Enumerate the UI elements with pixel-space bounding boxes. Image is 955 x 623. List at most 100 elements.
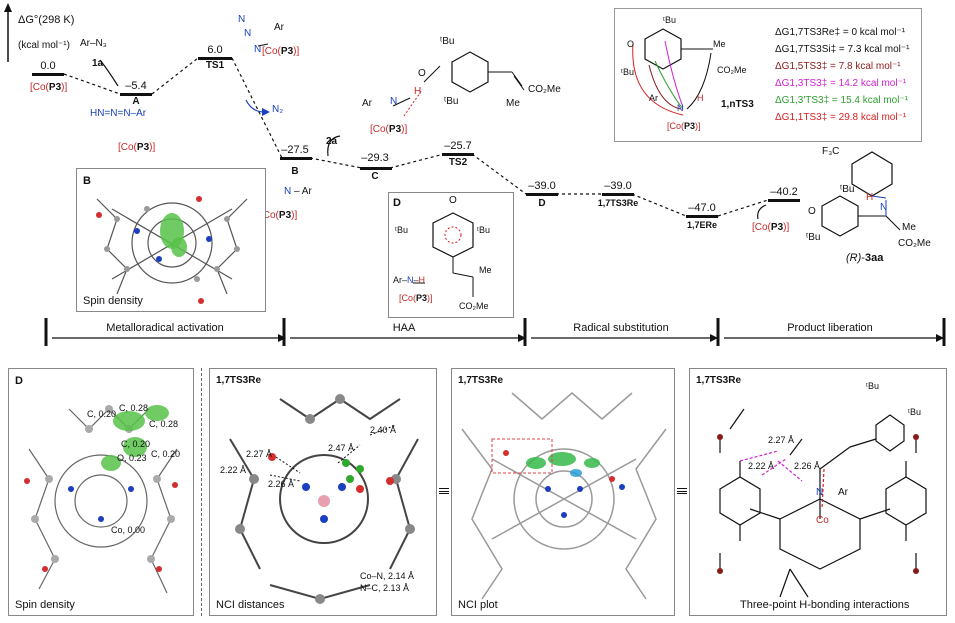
hb-nitrogen: N bbox=[816, 487, 824, 498]
panel-separator bbox=[201, 368, 202, 616]
step-1a: 1a bbox=[92, 58, 104, 69]
legend-me: Me bbox=[713, 39, 726, 49]
hb-dist-3: 2.26 Å bbox=[794, 461, 821, 471]
c-n: N bbox=[390, 96, 398, 107]
co-p3-start: [Co(P3)] bbox=[30, 82, 68, 93]
level-D bbox=[526, 193, 558, 196]
panel-d-structure: D O ᵗBu ᵗBu Me Ar–N–H [Co(P3)] CO₂Me bbox=[388, 192, 514, 318]
product-n: N bbox=[880, 202, 888, 213]
nci-plot-molecule bbox=[461, 392, 667, 600]
legend-line-5: ΔG1,3′TS3‡ = 15.4 kcal mol⁻¹ bbox=[775, 95, 909, 106]
legend-ts-label: 1,nTS3 bbox=[721, 99, 754, 110]
panel-d-co2me: CO₂Me bbox=[459, 301, 489, 311]
equiv-sign-2b bbox=[677, 491, 687, 492]
ts3-legend-box: ᵗBu O ᵗBu Me CO₂Me Ar N H [Co(P3)] 1,nTS… bbox=[614, 8, 922, 142]
nci-plot-caption: NCI plot bbox=[458, 599, 498, 611]
bottom-panel-d: D C, 0.20 C, 0.28 C, 0.28 C, 0.20 O, 0.2… bbox=[8, 368, 194, 616]
n2-label: N₂ bbox=[272, 104, 284, 115]
c-co2me: CO₂Me bbox=[528, 84, 561, 95]
bottom-d-label: D bbox=[15, 375, 23, 387]
bottom-d-caption: Spin density bbox=[15, 599, 75, 611]
legend-ar: Ar bbox=[649, 93, 658, 103]
spin-c1: C, 0.20 bbox=[87, 409, 117, 419]
y-axis-unit: (kcal mol⁻¹) bbox=[18, 40, 70, 51]
product-tbu-bottom: ᵗBu bbox=[806, 232, 821, 243]
nci-dist-1: 2.27 Å bbox=[246, 449, 273, 459]
spin-o: O, 0.23 bbox=[117, 453, 147, 463]
panel-d-o: O bbox=[449, 195, 457, 206]
name-TS3: 1,7TS3Re bbox=[597, 198, 639, 208]
equiv-sign-1 bbox=[439, 488, 449, 494]
nci-distances-caption: NCI distances bbox=[216, 599, 285, 611]
hb-dist-1: 2.27 Å bbox=[768, 435, 795, 445]
panel-d-tbu-right: ᵗBu bbox=[477, 225, 490, 235]
legend-co2me: CO₂Me bbox=[717, 65, 747, 75]
nci-dist-2: 2.22 Å bbox=[220, 465, 247, 475]
co-p3-C: [Co(P3)] bbox=[370, 124, 408, 135]
c-tbu-top: ᵗBu bbox=[440, 36, 455, 47]
hb-tbu-1: ᵗBu bbox=[866, 381, 879, 391]
value-TS1: 6.0 bbox=[207, 44, 223, 56]
product-h: H bbox=[866, 192, 874, 203]
panel-b-label: B bbox=[83, 175, 91, 187]
step-2a: 2a bbox=[326, 136, 338, 147]
co-p3-B: [Co(P3)] bbox=[260, 210, 298, 221]
product-me: Me bbox=[902, 222, 916, 233]
hb-ar: Ar bbox=[838, 487, 848, 498]
panel-d-molecule bbox=[413, 212, 474, 297]
product-name: (R)-3aa bbox=[846, 252, 884, 264]
hb-dist-2: 2.22 Å bbox=[748, 461, 775, 471]
panel-b-spin: B Spin density bbox=[76, 168, 266, 312]
bottom-d-molecule bbox=[24, 405, 178, 594]
equiv-sign-2 bbox=[677, 488, 687, 494]
level-A bbox=[120, 93, 152, 96]
nci-plot-title: 1,7TS3Re bbox=[458, 375, 504, 386]
h-bonding-caption: Three-point H-bonding interactions bbox=[740, 599, 910, 611]
legend-line-4: ΔG1,3TS3‡ = 14.2 kcal mol⁻¹ bbox=[775, 78, 907, 89]
name-TS2: TS2 bbox=[448, 157, 468, 168]
name-C: C bbox=[371, 171, 379, 182]
legend-line-3: ΔG1,5TS3‡ = 7.8 kcal mol⁻¹ bbox=[775, 61, 901, 72]
b-fragment: N – Ar bbox=[284, 186, 312, 197]
value-E: –47.0 bbox=[688, 202, 716, 214]
legend-tbu: ᵗBu bbox=[663, 15, 676, 25]
panel-d-label: D bbox=[393, 197, 401, 209]
stage-haa: HAA bbox=[392, 322, 416, 334]
h-bonding-panel: 1,7TS3Re 2.27 Å 2.22 Å 2.26 Å Co N Ar ᵗB… bbox=[689, 368, 947, 616]
nci-distances-title: 1,7TS3Re bbox=[216, 375, 262, 386]
legend-h: H bbox=[697, 93, 704, 103]
level-start bbox=[32, 73, 64, 76]
legend-n: N bbox=[677, 103, 684, 113]
level-product bbox=[768, 199, 800, 202]
spin-co: Co, 0.00 bbox=[111, 525, 146, 535]
panel-d-tbu-left: ᵗBu bbox=[395, 225, 408, 235]
value-C: –29.3 bbox=[361, 152, 389, 164]
name-D: D bbox=[538, 198, 546, 209]
level-TS3 bbox=[602, 193, 634, 196]
nci-dist-5: 2.40 Å bbox=[370, 425, 397, 435]
panel-d-me: Me bbox=[479, 265, 492, 275]
co-p3-A: [Co(P3)] bbox=[118, 142, 156, 153]
svg-text:N: N bbox=[238, 14, 245, 25]
svg-text:N: N bbox=[244, 28, 251, 39]
h-bonding-structure bbox=[717, 408, 927, 598]
stage-product-liberation: Product liberation bbox=[787, 322, 873, 334]
nci-distances-panel: 1,7TS3Re 2.27 Å 2.22 Å 2.26 Å 2.47 Å 2.4… bbox=[209, 368, 437, 616]
legend-o: O bbox=[627, 39, 635, 49]
y-axis-label: ΔG°(298 K) bbox=[18, 14, 75, 26]
c-me: Me bbox=[506, 98, 520, 109]
value-TS2: –25.7 bbox=[444, 140, 472, 152]
c-o: O bbox=[418, 68, 426, 79]
spin-c2: C, 0.28 bbox=[119, 403, 149, 413]
nci-dist-3: 2.26 Å bbox=[268, 479, 295, 489]
legend-line-2: ΔG1,7TS3Si‡ = 7.3 kcal mol⁻¹ bbox=[775, 44, 910, 55]
h-bonding-title: 1,7TS3Re bbox=[696, 375, 742, 386]
legend-line-1: ΔG1,7TS3Re‡ = 0 kcal mol⁻¹ bbox=[775, 27, 906, 38]
nci-dist-4: 2.47 Å bbox=[328, 443, 355, 453]
c-tbu-bottom: ᵗBu bbox=[444, 96, 459, 107]
spin-c5: C, 0.20 bbox=[121, 439, 151, 449]
energy-profile-svg: N N N bbox=[4, 3, 946, 346]
ts1-ar: Ar bbox=[274, 22, 284, 33]
panel-d-ar: Ar–N–H bbox=[393, 275, 426, 285]
